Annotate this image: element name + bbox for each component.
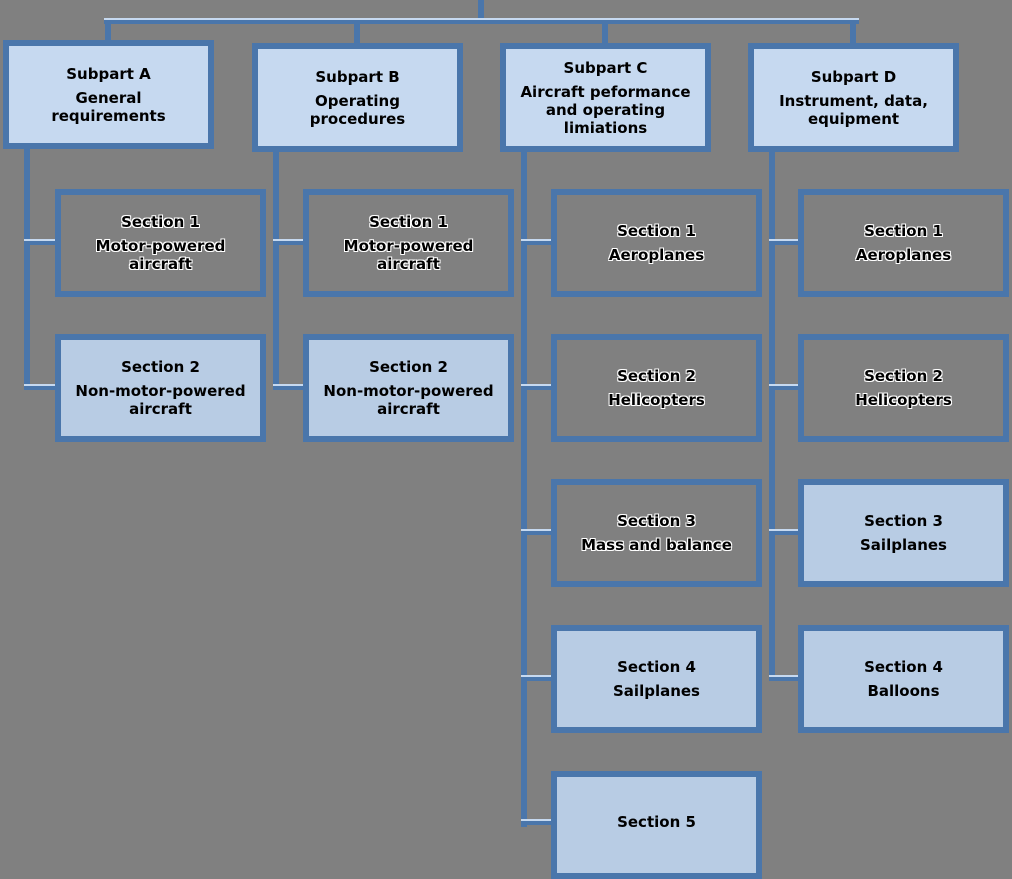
tree-spine bbox=[273, 151, 279, 390]
section-title: Section 3 bbox=[864, 512, 943, 530]
subpart-drop-connector bbox=[354, 20, 360, 43]
subpart-subtitle: Instrument, data, equipment bbox=[779, 91, 928, 128]
section-connector bbox=[769, 239, 800, 245]
section-subtitle: Non-motor-powered aircraft bbox=[323, 382, 494, 418]
section-connector bbox=[521, 384, 553, 390]
section-title: Section 5 bbox=[617, 813, 696, 831]
subpart-box: Subpart D Instrument, data, equipment bbox=[748, 43, 959, 152]
section-title: Section 3 bbox=[617, 512, 696, 530]
subpart-box: Subpart A General requirements bbox=[3, 40, 214, 149]
section-title: Section 2 bbox=[121, 358, 200, 376]
subpart-drop-connector bbox=[850, 20, 856, 43]
section-connector bbox=[24, 239, 57, 245]
subpart-drop-connector bbox=[602, 20, 608, 43]
section-box: Section 1 Motor-powered aircraft bbox=[303, 189, 514, 297]
section-connector bbox=[769, 675, 800, 681]
section-title: Section 2 bbox=[369, 358, 448, 376]
top-bus bbox=[104, 18, 859, 24]
section-box: Section 2 Non-motor-powered aircraft bbox=[55, 334, 266, 442]
subpart-subtitle: General requirements bbox=[51, 88, 166, 125]
section-subtitle: Aeroplanes bbox=[855, 246, 952, 264]
tree-spine bbox=[521, 151, 527, 827]
section-box: Section 2 Helicopters bbox=[798, 334, 1009, 442]
section-box: Section 4 Balloons bbox=[798, 625, 1009, 733]
section-title: Section 2 bbox=[617, 367, 696, 385]
subpart-title: Subpart C bbox=[563, 58, 648, 77]
section-title: Section 1 bbox=[121, 213, 200, 231]
section-subtitle: Balloons bbox=[867, 682, 940, 700]
section-subtitle: Non-motor-powered aircraft bbox=[75, 382, 246, 418]
section-box: Section 3 Mass and balance bbox=[551, 479, 762, 587]
root-connector bbox=[478, 0, 484, 22]
subpart-title: Subpart A bbox=[66, 64, 151, 83]
section-box: Section 4 Sailplanes bbox=[551, 625, 762, 733]
tree-spine bbox=[769, 151, 775, 681]
section-box: Section 1 Motor-powered aircraft bbox=[55, 189, 266, 297]
section-box: Section 3 Sailplanes bbox=[798, 479, 1009, 587]
subpart-drop-connector bbox=[105, 20, 111, 40]
section-connector bbox=[521, 239, 553, 245]
section-subtitle: Motor-powered aircraft bbox=[95, 237, 226, 273]
subpart-subtitle: Operating procedures bbox=[309, 91, 406, 128]
section-connector bbox=[24, 384, 57, 390]
section-box: Section 2 Non-motor-powered aircraft bbox=[303, 334, 514, 442]
section-box: Section 5 bbox=[551, 771, 762, 879]
section-connector bbox=[521, 819, 553, 825]
subpart-title: Subpart B bbox=[315, 67, 400, 86]
section-title: Section 4 bbox=[864, 658, 943, 676]
section-title: Section 2 bbox=[864, 367, 943, 385]
section-subtitle: Sailplanes bbox=[613, 682, 700, 700]
section-box: Section 1 Aeroplanes bbox=[798, 189, 1009, 297]
subpart-box: Subpart C Aircraft peformance and operati… bbox=[500, 43, 711, 152]
section-connector bbox=[273, 384, 305, 390]
section-box: Section 2 Helicopters bbox=[551, 334, 762, 442]
section-subtitle: Helicopters bbox=[608, 391, 705, 409]
section-title: Section 4 bbox=[617, 658, 696, 676]
subpart-subtitle: Aircraft peformance and operating limiat… bbox=[520, 82, 691, 137]
section-subtitle: Helicopters bbox=[855, 391, 952, 409]
section-title: Section 1 bbox=[369, 213, 448, 231]
section-title: Section 1 bbox=[864, 222, 943, 240]
tree-spine bbox=[24, 148, 30, 390]
section-subtitle: Motor-powered aircraft bbox=[343, 237, 474, 273]
section-connector bbox=[769, 384, 800, 390]
section-title: Section 1 bbox=[617, 222, 696, 240]
section-subtitle: Mass and balance bbox=[581, 536, 732, 554]
subpart-box: Subpart B Operating procedures bbox=[252, 43, 463, 152]
section-connector bbox=[769, 529, 800, 535]
section-subtitle: Aeroplanes bbox=[608, 246, 705, 264]
subpart-title: Subpart D bbox=[810, 67, 897, 86]
section-connector bbox=[521, 675, 553, 681]
section-box: Section 1 Aeroplanes bbox=[551, 189, 762, 297]
section-subtitle: Sailplanes bbox=[860, 536, 947, 554]
section-connector bbox=[273, 239, 305, 245]
section-connector bbox=[521, 529, 553, 535]
